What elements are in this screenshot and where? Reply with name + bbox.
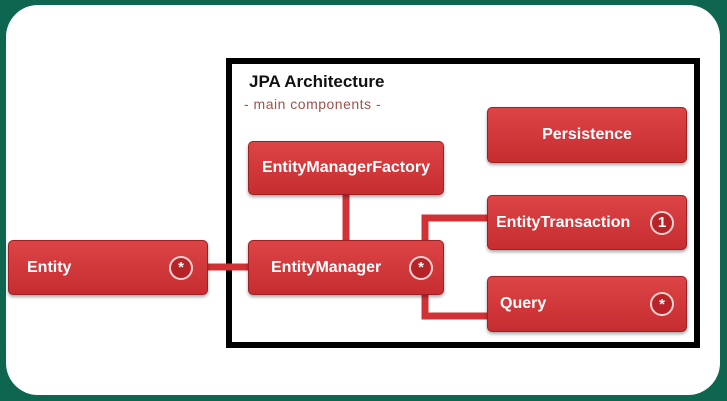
query-node[interactable]: Query * xyxy=(487,276,687,332)
diagram-subtitle: - main components - xyxy=(244,96,382,112)
entity-multiplicity-badge: * xyxy=(169,255,193,280)
query-multiplicity-badge: * xyxy=(650,292,674,316)
query-label: Query xyxy=(500,295,547,312)
entity-node[interactable]: Entity * xyxy=(8,240,208,295)
entity-manager-label: EntityManager xyxy=(271,258,382,276)
entity-label: Entity xyxy=(27,258,72,276)
entity-transaction-multiplicity-badge: 1 xyxy=(650,210,674,235)
edge-entitymanager-to-entitytransaction xyxy=(421,214,491,244)
entity-transaction-label: EntityTransaction xyxy=(496,213,631,231)
entity-manager-factory-label: EntityManagerFactory xyxy=(261,159,431,176)
edge-entitymanager-to-query xyxy=(421,291,491,320)
entity-manager-node[interactable]: EntityManager * xyxy=(248,240,444,295)
persistence-label: Persistence xyxy=(542,126,632,143)
entity-transaction-node[interactable]: EntityTransaction 1 xyxy=(487,195,687,250)
persistence-node[interactable]: Persistence xyxy=(487,107,687,163)
entity-manager-factory-node[interactable]: EntityManagerFactory xyxy=(248,141,444,195)
entity-manager-multiplicity-badge: * xyxy=(409,255,433,280)
jpa-architecture-frame xyxy=(226,58,700,348)
diagram-title: JPA Architecture xyxy=(249,72,385,91)
